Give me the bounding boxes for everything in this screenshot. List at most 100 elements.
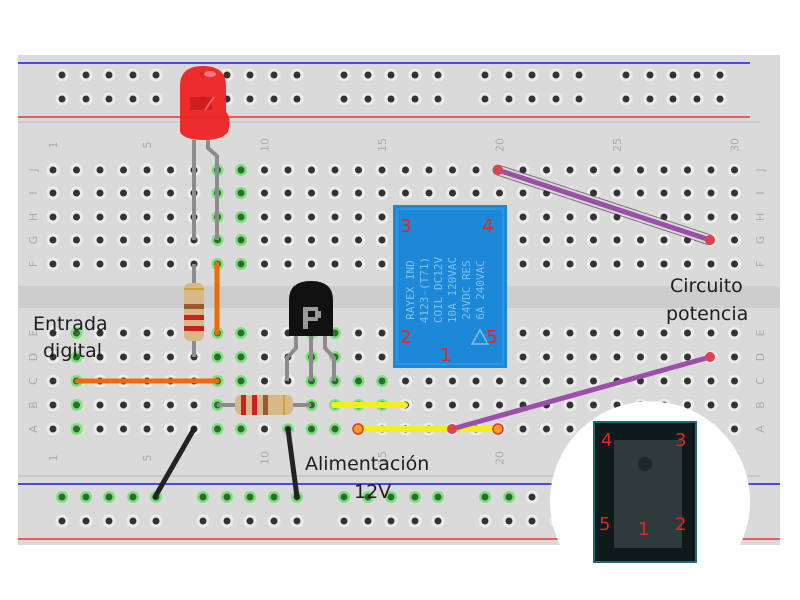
hole[interactable] — [308, 260, 315, 268]
hole[interactable] — [660, 189, 668, 197]
hole[interactable] — [660, 377, 668, 385]
hole[interactable] — [716, 95, 724, 103]
hole[interactable] — [364, 517, 372, 525]
hole[interactable] — [378, 213, 386, 221]
hole[interactable] — [82, 493, 90, 501]
hole[interactable] — [284, 236, 292, 244]
hole[interactable] — [49, 401, 57, 409]
hole[interactable] — [340, 517, 348, 525]
hole[interactable] — [378, 166, 386, 174]
hole[interactable] — [660, 260, 668, 268]
hole[interactable] — [246, 71, 254, 79]
hole[interactable] — [669, 95, 677, 103]
hole[interactable] — [519, 260, 527, 268]
hole[interactable] — [684, 213, 691, 221]
hole[interactable] — [270, 95, 278, 103]
hole[interactable] — [284, 166, 292, 174]
hole[interactable] — [167, 329, 174, 337]
hole[interactable] — [58, 493, 66, 501]
hole[interactable] — [693, 95, 701, 103]
hole[interactable] — [731, 377, 738, 385]
hole[interactable] — [246, 493, 254, 501]
hole[interactable] — [552, 95, 560, 103]
hole[interactable] — [411, 95, 419, 103]
hole[interactable] — [143, 213, 151, 221]
hole[interactable] — [543, 166, 550, 174]
hole[interactable] — [622, 95, 630, 103]
hole[interactable] — [237, 213, 245, 221]
hole[interactable] — [575, 95, 583, 103]
hole[interactable] — [472, 166, 480, 174]
hole[interactable] — [481, 95, 489, 103]
hole[interactable] — [49, 236, 57, 244]
hole[interactable] — [308, 189, 315, 197]
hole[interactable] — [669, 71, 677, 79]
hole[interactable] — [528, 493, 536, 501]
hole[interactable] — [120, 353, 127, 361]
hole[interactable] — [425, 401, 433, 409]
hole[interactable] — [73, 425, 80, 433]
hole[interactable] — [167, 260, 174, 268]
hole[interactable] — [519, 353, 527, 361]
hole[interactable] — [120, 236, 127, 244]
hole[interactable] — [308, 425, 315, 433]
hole[interactable] — [73, 401, 80, 409]
hole[interactable] — [731, 166, 738, 174]
hole[interactable] — [566, 236, 574, 244]
hole[interactable] — [49, 166, 57, 174]
hole[interactable] — [308, 166, 315, 174]
hole[interactable] — [481, 517, 489, 525]
hole[interactable] — [237, 260, 245, 268]
hole[interactable] — [261, 260, 268, 268]
hole[interactable] — [731, 401, 738, 409]
hole[interactable] — [261, 213, 268, 221]
hole[interactable] — [590, 166, 597, 174]
hole[interactable] — [566, 353, 574, 361]
hole[interactable] — [223, 71, 231, 79]
hole[interactable] — [590, 260, 597, 268]
purple-wire-top[interactable] — [495, 167, 713, 243]
hole[interactable] — [355, 189, 362, 197]
hole[interactable] — [355, 353, 362, 361]
hole[interactable] — [167, 401, 174, 409]
hole[interactable] — [519, 425, 527, 433]
hole[interactable] — [331, 166, 339, 174]
hole[interactable] — [129, 493, 137, 501]
hole[interactable] — [378, 329, 386, 337]
hole[interactable] — [82, 517, 90, 525]
hole[interactable] — [49, 329, 57, 337]
hole[interactable] — [96, 425, 104, 433]
hole[interactable] — [143, 353, 151, 361]
hole[interactable] — [716, 71, 724, 79]
hole[interactable] — [96, 213, 104, 221]
hole[interactable] — [105, 71, 113, 79]
hole[interactable] — [261, 353, 268, 361]
hole[interactable] — [472, 189, 480, 197]
hole[interactable] — [528, 95, 536, 103]
hole[interactable] — [96, 401, 104, 409]
hole[interactable] — [237, 166, 245, 174]
hole[interactable] — [237, 236, 245, 244]
hole[interactable] — [684, 377, 691, 385]
hole[interactable] — [519, 166, 527, 174]
hole[interactable] — [331, 236, 339, 244]
hole[interactable] — [223, 493, 231, 501]
hole[interactable] — [707, 260, 715, 268]
hole[interactable] — [590, 213, 597, 221]
hole[interactable] — [237, 329, 245, 337]
hole[interactable] — [120, 260, 127, 268]
hole[interactable] — [543, 377, 550, 385]
hole[interactable] — [167, 353, 174, 361]
hole[interactable] — [143, 425, 151, 433]
hole[interactable] — [82, 95, 90, 103]
black-wire-left[interactable] — [152, 426, 197, 500]
hole[interactable] — [496, 401, 503, 409]
hole[interactable] — [402, 189, 409, 197]
hole[interactable] — [143, 236, 151, 244]
hole[interactable] — [73, 189, 80, 197]
hole[interactable] — [575, 71, 583, 79]
hole[interactable] — [364, 71, 372, 79]
hole[interactable] — [566, 329, 574, 337]
hole[interactable] — [120, 425, 127, 433]
hole[interactable] — [637, 166, 644, 174]
